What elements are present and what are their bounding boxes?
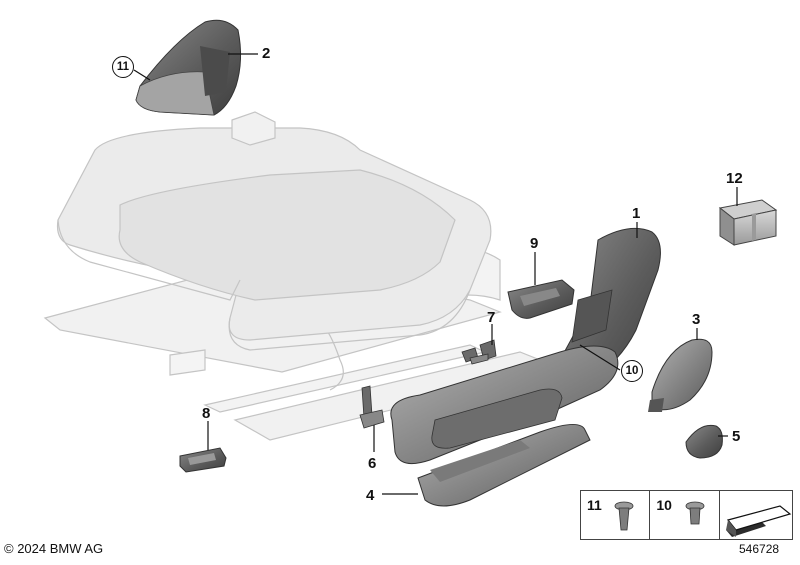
legend-cell-symbol (720, 491, 792, 539)
copyright-text: © 2024 BMW AG (4, 541, 104, 556)
part-2-cover (135, 19, 242, 116)
screw-icon (685, 501, 705, 525)
legend-icons (614, 501, 792, 537)
label-part-10-circled: 10 (621, 360, 643, 382)
part-6-hinge (359, 385, 385, 429)
label-part-12: 12 (726, 170, 743, 187)
label-part-1: 1 (632, 205, 641, 222)
legend-cell-10: 10 (650, 491, 720, 539)
part-4-lower-trim (390, 345, 619, 507)
label-part-6: 6 (368, 455, 377, 472)
screw-icon (614, 501, 634, 531)
label-part-8: 8 (202, 405, 211, 422)
label-part-3: 3 (692, 311, 701, 328)
legend-number-10: 10 (656, 497, 672, 513)
label-part-9: 9 (530, 235, 539, 252)
label-part-2: 2 (262, 45, 271, 62)
legend-number-11: 11 (587, 497, 602, 513)
label-part-4: 4 (366, 487, 375, 504)
part-5-cap (685, 424, 723, 459)
label-part-5: 5 (732, 428, 741, 445)
part-9-bracket (507, 279, 575, 319)
wedge-symbol-icon (726, 505, 792, 537)
diagram-id: 546728 (739, 542, 780, 556)
part-12-box (718, 199, 778, 246)
seat-assembly (43, 111, 562, 441)
leader-lines (133, 53, 738, 495)
part-3-cover (648, 338, 713, 412)
label-part-11-circled: 11 (112, 56, 134, 78)
fastener-legend: 11 10 (580, 490, 793, 540)
part-8-clip (179, 447, 227, 473)
legend-cell-11: 11 (581, 491, 651, 539)
label-part-7: 7 (487, 309, 496, 326)
